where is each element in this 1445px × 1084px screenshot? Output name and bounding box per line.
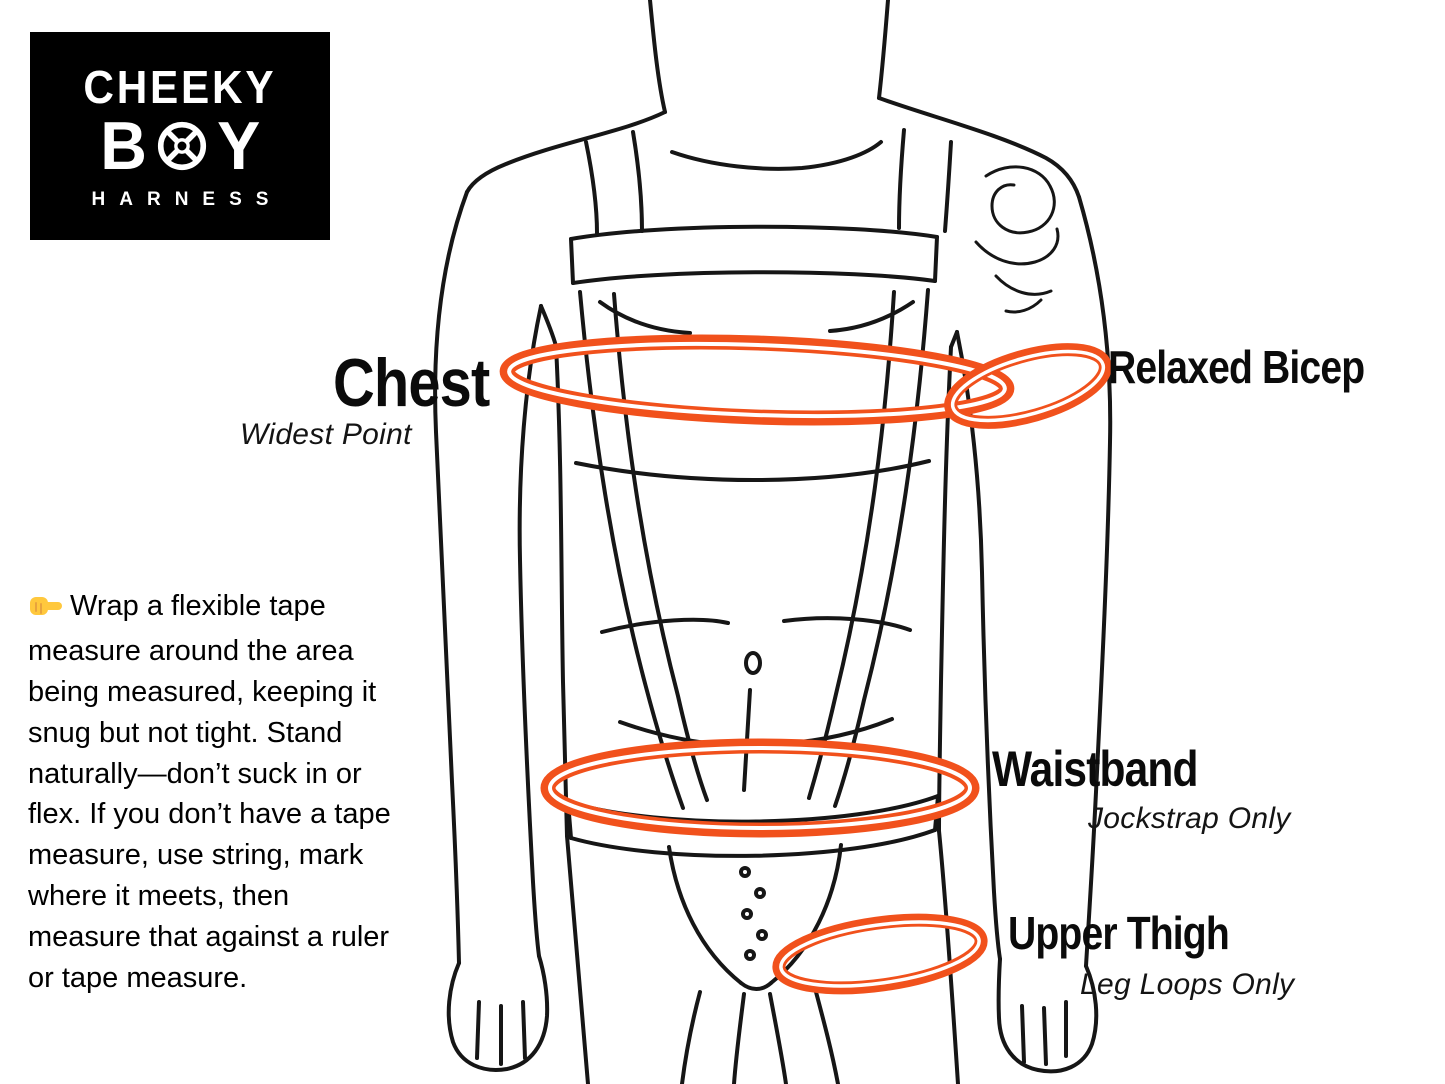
chest-label: Chest xyxy=(333,345,490,421)
logo-letter-b: B xyxy=(99,107,147,184)
chest-sublabel: Widest Point xyxy=(240,418,412,451)
measuring-instructions: Wrap a flexible tape measure around the … xyxy=(28,586,400,999)
logo-word-harness: HARNESS xyxy=(91,188,283,210)
relaxed-bicep-label: Relaxed Bicep xyxy=(1108,341,1365,393)
brand-logo: CHEEKY B Y HARNESS xyxy=(30,32,330,240)
waistband-label: Waistband xyxy=(992,741,1198,797)
waistband-sublabel: Jockstrap Only xyxy=(1088,802,1291,835)
measurement-bands xyxy=(499,334,1112,995)
x-in-circle-ring-icon xyxy=(157,121,206,170)
shoulder-tattoo xyxy=(974,165,1060,314)
upper-thigh-label: Upper Thigh xyxy=(1008,907,1230,959)
pointing-right-emoji-icon xyxy=(28,590,64,631)
logo-word-cheeky: CHEEKY xyxy=(83,60,277,113)
instructions-text: Wrap a flexible tape measure around the … xyxy=(28,590,391,994)
body-outline xyxy=(433,0,1113,1084)
harness-outline xyxy=(566,128,953,991)
upper-thigh-sublabel: Leg Loops Only xyxy=(1080,968,1295,1001)
waistband-band xyxy=(540,738,980,838)
logo-word-boy: B Y xyxy=(99,112,261,180)
logo-letter-y: Y xyxy=(217,107,261,184)
thigh-band xyxy=(772,913,988,995)
bicep-band xyxy=(944,343,1112,429)
chest-band xyxy=(499,334,1015,426)
